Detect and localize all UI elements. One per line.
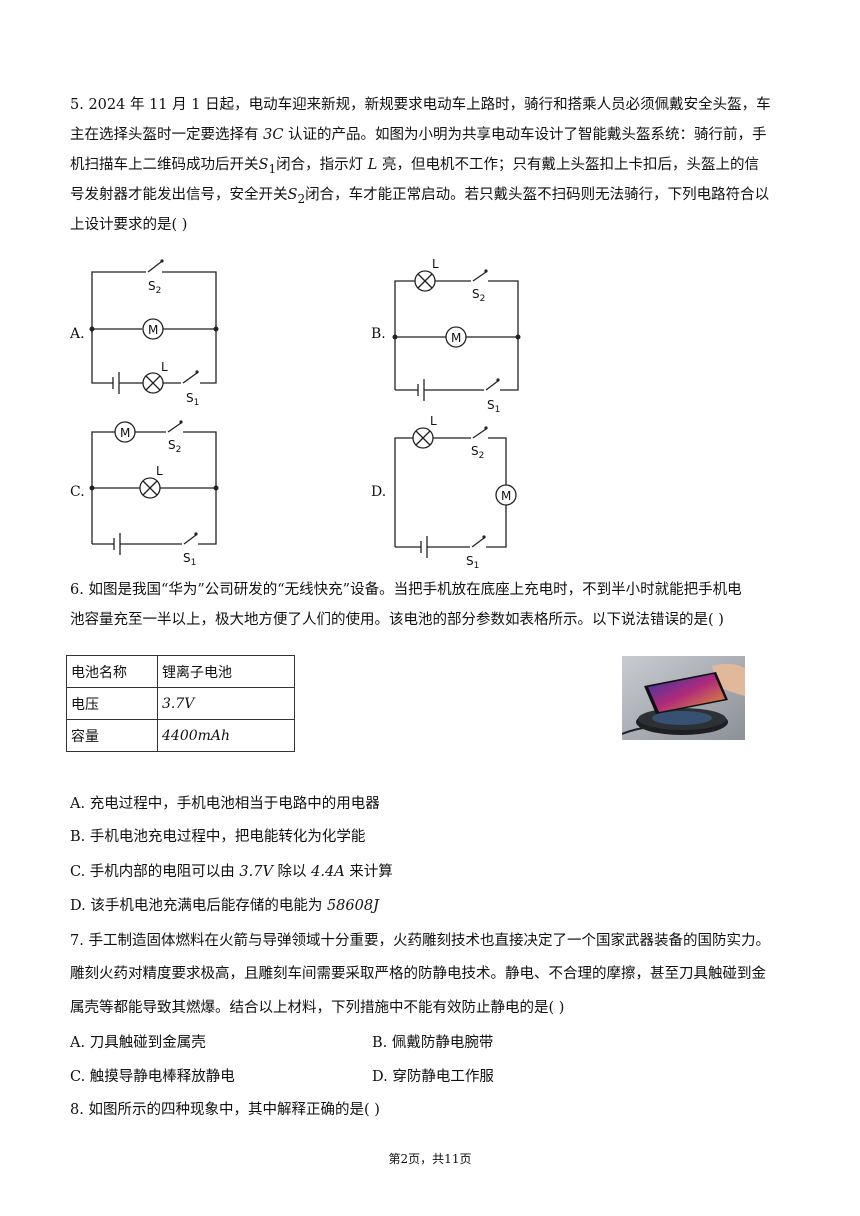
q5-line-5: 上设计要求的是( ) — [70, 217, 188, 233]
q8-line-1: 8. 如图所示的四种现象中，其中解释正确的是( ) — [70, 1102, 380, 1118]
q5-line-2: 主在选择头盔时一定要选择有 3C 认证的产品。如图为小明为共享电动车设计了智能戴… — [70, 127, 767, 143]
switch-s2-label: S2 — [471, 444, 484, 461]
table-cell-value: 4400mAh — [157, 719, 295, 752]
q5-circuit-diagrams: M S2 L S1 L S2 M S1 M S2 L S1 L S2 M S1 — [89, 257, 521, 570]
q5-option-b-label: B. — [371, 326, 386, 342]
switch-s1-label: S1 — [466, 554, 479, 570]
table-cell-value: 锂离子电池 — [157, 655, 295, 688]
q7-line-2: 雕刻火药对精度要求极高，且雕刻车间需要采取严格的防静电技术。静电、不合理的摩擦，… — [70, 966, 766, 982]
q5-option-c-label: C. — [70, 484, 85, 500]
table-row: 容量 4400mAh — [66, 719, 295, 752]
switch-s2-label: S2 — [472, 287, 485, 304]
wireless-charger-photo — [622, 656, 745, 740]
motor-label: M — [120, 426, 130, 440]
switch-s1-label: S1 — [183, 551, 196, 568]
q7-option-a: A. 刀具触碰到金属壳 — [70, 1035, 206, 1051]
page-number: 第2页，共11页 — [388, 1152, 472, 1166]
q5-option-d-label: D. — [371, 484, 387, 500]
circuit-b — [394, 270, 519, 401]
lamp-label: L — [156, 464, 163, 478]
table-row: 电压 3.7V — [66, 687, 295, 720]
table-cell-key: 电池名称 — [66, 655, 158, 688]
q5-line-3: 机扫描车上二维码成功后开关S1闭合，指示灯 L 亮，但电机不工作；只有戴上头盔扣… — [70, 157, 759, 176]
q6-line-2: 池容量充至一半以上，极大地方便了人们的使用。该电池的部分参数如表格所示。以下说法… — [70, 612, 724, 628]
q6-option-b: B. 手机电池充电过程中，把电能转化为化学能 — [70, 829, 366, 845]
motor-label: M — [451, 331, 461, 345]
switch-s1-label: S1 — [186, 391, 199, 408]
switch-s1-label: S1 — [487, 398, 500, 415]
q7-option-c: C. 触摸导静电棒释放静电 — [70, 1069, 235, 1085]
q7-option-b: B. 佩戴防静电腕带 — [372, 1035, 494, 1051]
table-cell-value: 3.7V — [157, 687, 295, 720]
q6-option-c: C. 手机内部的电阻可以由 3.7V 除以 4.4A 来计算 — [70, 864, 393, 880]
circuit-c — [91, 421, 217, 555]
q7-line-1: 7. 手工制造固体燃料在火箭与导弹领域十分重要，火药雕刻技术也直接决定了一个国家… — [70, 933, 770, 949]
table-cell-key: 容量 — [66, 719, 158, 752]
circuit-a — [91, 261, 217, 394]
battery-params-table: 电池名称 锂离子电池 电压 3.7V 容量 4400mAh — [66, 655, 295, 752]
switch-s2-label: S2 — [168, 438, 181, 455]
q7-option-d: D. 穿防静电工作服 — [372, 1069, 494, 1085]
q6-option-d: D. 该手机电池充满电后能存储的电能为 58608J — [70, 898, 379, 914]
q6-option-a: A. 充电过程中，手机电池相当于电路中的用电器 — [70, 796, 380, 812]
switch-s2-label: S2 — [148, 279, 161, 296]
circuit-d — [394, 427, 517, 558]
q5-line-4: 号发射器才能发出信号，安全开关S2闭合，车才能正常启动。若只戴头盔不扫码则无法骑… — [70, 187, 770, 206]
q6-line-1: 6. 如图是我国“华为”公司研发的“无线快充”设备。当把手机放在底座上充电时，不… — [70, 582, 742, 598]
table-row: 电池名称 锂离子电池 — [66, 655, 295, 688]
lamp-label: L — [430, 414, 437, 428]
motor-label: M — [148, 323, 158, 337]
q5-line-1: 5. 2024 年 11 月 1 日起，电动车迎来新规，新规要求电动车上路时，骑… — [70, 97, 771, 113]
table-cell-key: 电压 — [66, 687, 158, 720]
lamp-label: L — [161, 360, 168, 374]
motor-label: M — [501, 489, 511, 503]
lamp-label: L — [432, 257, 439, 271]
q7-line-3: 属壳等都能导致其燃爆。结合以上材料，下列措施中不能有效防止静电的是( ) — [70, 1000, 565, 1016]
q5-option-a-label: A. — [70, 326, 85, 342]
